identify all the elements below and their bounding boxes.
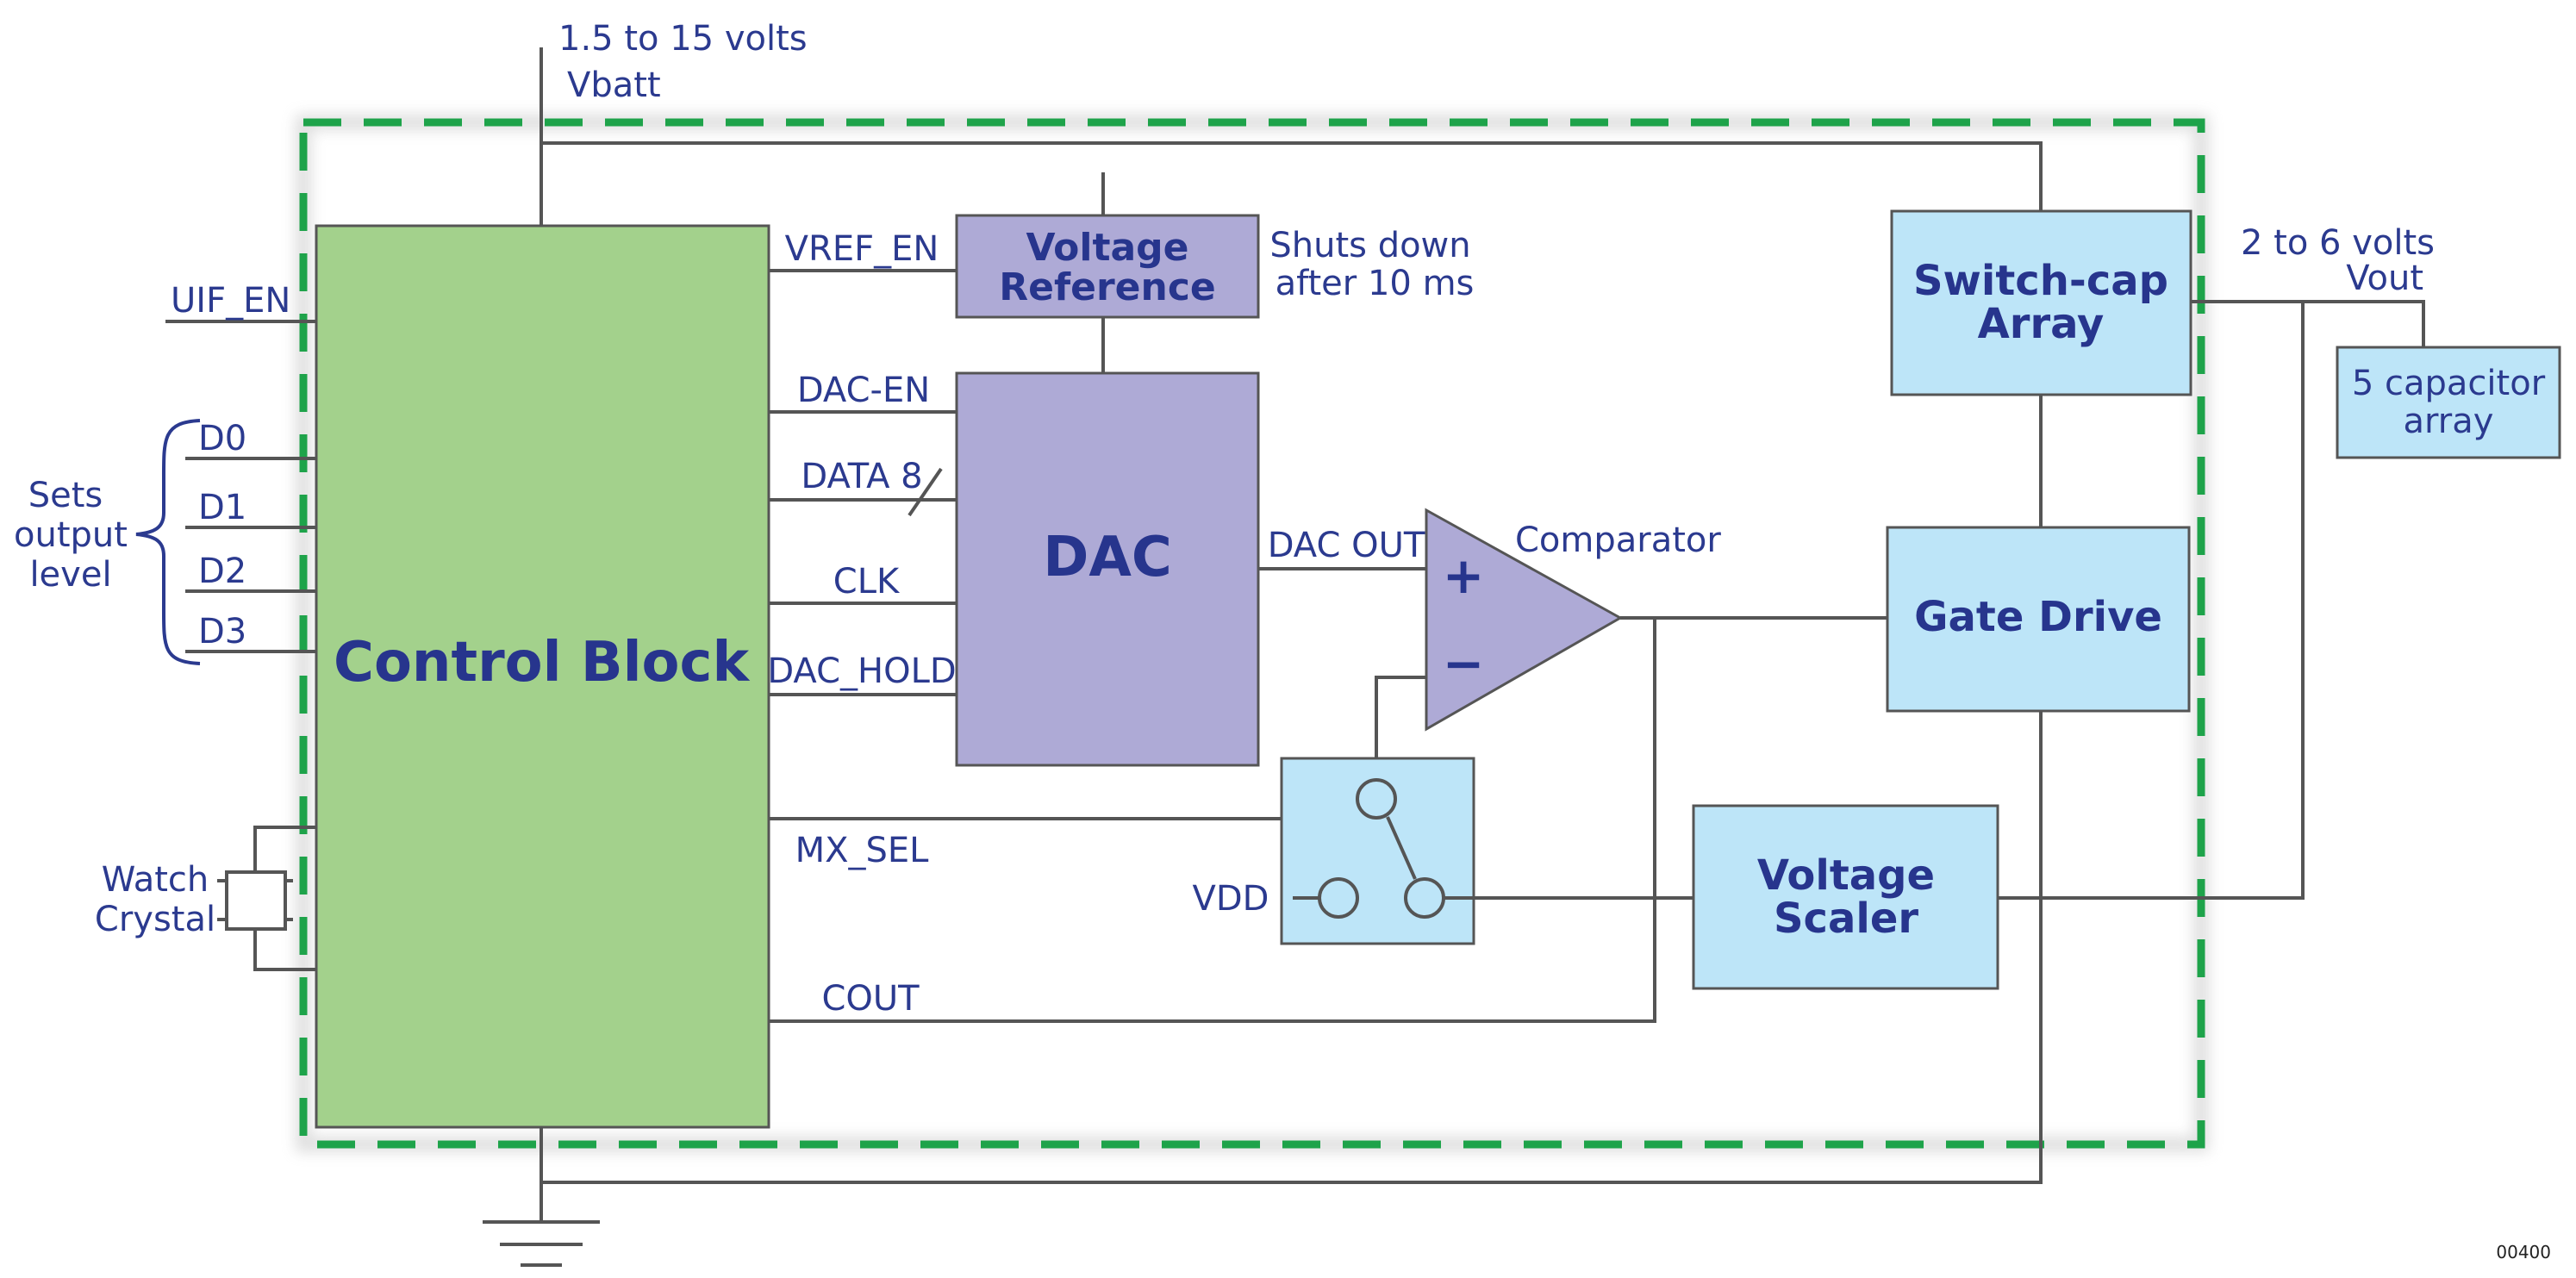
svg-text:DAC: DAC	[1043, 526, 1172, 589]
clk-label: CLK	[833, 562, 901, 602]
watch-crystal-symbol	[217, 826, 316, 971]
svg-text:Reference: Reference	[999, 265, 1216, 309]
comparator-label: Comparator	[1515, 521, 1721, 560]
chip-boundary	[299, 118, 2205, 1149]
output-range-label: 2 to 6 volts	[2241, 223, 2435, 263]
vout-label: Vout	[2346, 259, 2423, 298]
svg-text:Array: Array	[1978, 300, 2105, 348]
control-block: Control Block	[315, 224, 770, 1129]
vref-en-label: VREF_EN	[785, 229, 939, 269]
cout-label: COUT	[821, 979, 920, 1019]
vdd-label: VDD	[1193, 879, 1269, 919]
comparator: + −	[1425, 508, 1624, 732]
dac-en-label: DAC-EN	[797, 371, 930, 410]
vbatt-label: Vbatt	[567, 65, 661, 105]
svg-text:Gate Drive: Gate Drive	[1914, 593, 2162, 641]
sets-label: Sets	[28, 476, 103, 515]
svg-text:Voltage: Voltage	[1757, 851, 1935, 900]
switch-cap-array-block: Switch-cap Array	[1890, 209, 2192, 396]
vref-note-line1: Shuts down	[1269, 226, 1470, 265]
dac-block: DAC	[955, 371, 1260, 767]
supply-range-label: 1.5 to 15 volts	[558, 19, 808, 59]
data8-label: DATA 8	[801, 457, 922, 496]
plus-sign: +	[1443, 546, 1485, 605]
capacitor-array-block: 5 capacitor array	[2336, 346, 2561, 459]
watch-label: Watch	[102, 860, 209, 900]
gate-drive-block: Gate Drive	[1886, 526, 2191, 713]
d1-label: D1	[198, 488, 246, 527]
mux-switch	[1280, 757, 1475, 945]
svg-text:5 capacitor: 5 capacitor	[2352, 364, 2546, 403]
wiring	[165, 47, 2425, 1267]
mx-sel-label: MX_SEL	[795, 831, 930, 870]
svg-text:Voltage: Voltage	[1026, 226, 1188, 270]
output-label: output	[14, 515, 128, 555]
dac-hold-label: DAC_HOLD	[767, 651, 956, 691]
d3-label: D3	[198, 612, 246, 651]
svg-text:array: array	[2404, 402, 2494, 441]
crystal-label: Crystal	[95, 900, 215, 939]
d0-label: D0	[198, 419, 246, 458]
sets-output-level-brace	[135, 419, 201, 665]
vref-note-line2: after 10 ms	[1276, 264, 1475, 303]
dac-out-label: DAC OUT	[1268, 526, 1425, 565]
voltage-scaler-block: Voltage Scaler	[1692, 804, 1999, 990]
uif-en-label: UIF_EN	[171, 281, 290, 321]
figure-id: 00400	[2496, 1242, 2551, 1262]
minus-sign: −	[1443, 634, 1485, 693]
voltage-reference-block: Voltage Reference	[955, 214, 1260, 319]
svg-text:Switch-cap: Switch-cap	[1913, 257, 2168, 305]
svg-text:Scaler: Scaler	[1774, 895, 1918, 943]
level-label: level	[29, 555, 111, 595]
control-block-label: Control Block	[334, 631, 750, 695]
d2-label: D2	[198, 552, 246, 591]
